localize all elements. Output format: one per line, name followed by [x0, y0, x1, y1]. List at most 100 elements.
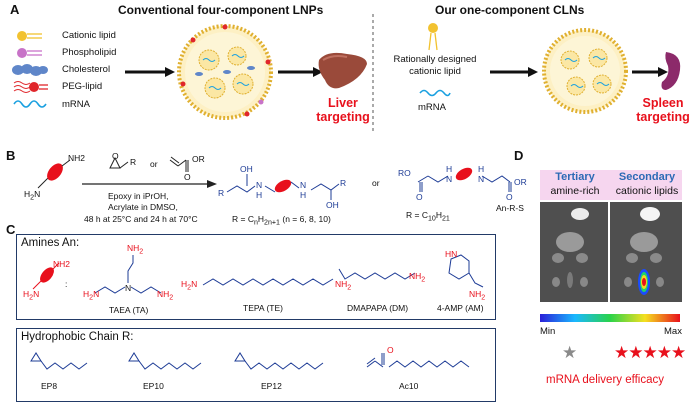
- generic-nh2-top: NH2: [53, 259, 71, 269]
- condition-acrylate: Acrylate in DMSO,: [108, 202, 178, 212]
- condition-epoxy: Epoxy in iPrOH,: [108, 191, 169, 201]
- phospholipid-icon: [17, 48, 42, 58]
- imaging-header: Tertiary amine-rich Secondary cationic l…: [540, 170, 682, 200]
- amine-nh2-top: NH2: [68, 153, 86, 163]
- acrylate-reagent-structure: [169, 156, 189, 172]
- right-mrna-label: mRNA: [418, 102, 446, 113]
- right-mrna-icon: [419, 89, 451, 97]
- amp-structure: [448, 254, 484, 288]
- luminescence-colorbar: [540, 314, 680, 322]
- efficacy-stars-tertiary: ★: [562, 343, 578, 362]
- cln-illustration: [542, 28, 628, 114]
- ep8-structure: [30, 352, 88, 370]
- hydrophobic-chain-box: Hydrophobic Chain R: EP8 EP10 EP12 O Ac1…: [16, 328, 496, 402]
- lipid-legend: Cationic lipid Phospholipid Cholesterol …: [12, 24, 132, 124]
- epoxide-reagent-structure: [109, 156, 129, 169]
- product-oh-right: OH: [326, 200, 339, 210]
- arrow-lnp-to-liver: [278, 67, 323, 77]
- legend-label-phospholipid: Phospholipid: [62, 47, 117, 58]
- acrylate-or-label: OR: [192, 154, 205, 164]
- reagent-or: or: [150, 159, 158, 169]
- tepa-structure: [202, 278, 334, 286]
- peg-lipid-icon: [13, 81, 48, 93]
- product-epoxide-structure: [226, 174, 340, 200]
- ac10-o-label: O: [387, 345, 394, 355]
- panel-a-letter: A: [10, 2, 20, 17]
- designed-lipid-icon: [428, 23, 438, 51]
- dmapapa-structure: [338, 268, 416, 280]
- header-tertiary-sub: amine-rich: [550, 185, 600, 197]
- amines-box: Amines An: NH2 H2N : NH2 N H2N NH2 TAEA …: [16, 234, 496, 320]
- taea-nh2-right: NH2: [157, 289, 174, 302]
- liver-targeting-label: Liver targeting: [316, 96, 370, 124]
- taea-n: N: [125, 283, 132, 293]
- conventional-lnp-illustration: [177, 24, 273, 120]
- amp-nh2: NH2: [469, 289, 486, 302]
- designed-lipid-label: Rationally designed cationic lipid: [393, 54, 477, 77]
- epoxide-o-label: O: [112, 151, 119, 161]
- product2-o-right: O: [506, 192, 513, 202]
- product-r-right: R: [340, 178, 347, 188]
- ep10-structure: [128, 352, 202, 370]
- arrow-cln-to-spleen: [632, 67, 668, 77]
- epoxide-r-label: R: [130, 157, 137, 167]
- colorbar-min-label: Min: [540, 326, 556, 337]
- product-r-definition-1: R = CnH2n+1 (n = 6, 8, 10): [232, 214, 331, 227]
- efficacy-label: mRNA delivery efficacy: [545, 374, 665, 386]
- product-r-left: R: [218, 188, 225, 198]
- spleen-illustration: [661, 52, 681, 90]
- arrow-legend-to-lnp: [125, 67, 175, 77]
- taea-h2n: H2N: [83, 289, 100, 302]
- ep12-label: EP12: [261, 381, 282, 391]
- legend-label-mrna: mRNA: [62, 99, 90, 110]
- ac10-structure: [366, 353, 470, 368]
- ep8-label: EP8: [41, 381, 58, 391]
- panel-b-letter: B: [6, 148, 16, 163]
- spleen-targeting-label: Spleen targeting: [636, 96, 690, 124]
- organ-image-tertiary: [540, 202, 608, 302]
- taea-nh2-top: NH2: [127, 243, 144, 256]
- product-r-definition-2: R = C10H21: [406, 210, 450, 223]
- legend-label-cationic: Cationic lipid: [62, 30, 116, 41]
- amine-h2n-bottom: H2N: [24, 189, 41, 202]
- header-secondary: Secondary: [618, 171, 676, 183]
- amp-hn: HN: [445, 249, 458, 259]
- header-tertiary: Tertiary: [555, 171, 595, 183]
- header-secondary-sub: cationic lipids: [615, 185, 679, 197]
- amp-label: 4-AMP (AM): [437, 303, 484, 313]
- tepa-nh2: NH2: [335, 279, 352, 292]
- product2-or-label: OR: [514, 177, 527, 187]
- generic-h2n: H2N: [23, 289, 40, 302]
- condition-time-temp: 48 h at 25°C and 24 h at 70°C: [84, 214, 198, 224]
- cholesterol-icon: [12, 64, 48, 76]
- cationic-lipid-icon: [17, 31, 42, 41]
- panel-a-divider: [372, 14, 374, 132]
- product-or: or: [372, 178, 380, 188]
- liver-illustration: [318, 52, 367, 89]
- product-name-label: An-R-S: [496, 203, 524, 213]
- dmapapa-label: DMAPAPA (DM): [347, 303, 409, 313]
- product2-o-left: O: [416, 192, 423, 202]
- product-acrylate-structure: [417, 167, 512, 192]
- amine-reactant-structure: [37, 159, 71, 189]
- dmapapa-nh2: NH2: [409, 271, 426, 284]
- panel-d-letter: D: [514, 148, 524, 163]
- legend-label-peg: PEG-lipid: [62, 81, 103, 92]
- mrna-icon: [13, 100, 47, 108]
- product-oh-left: OH: [240, 164, 253, 174]
- ep12-structure: [234, 352, 324, 370]
- product2-ro-label: RO: [398, 168, 411, 178]
- generic-colon: :: [65, 279, 68, 289]
- acrylate-o-label: O: [184, 172, 191, 182]
- legend-label-cholesterol: Cholesterol: [62, 64, 111, 75]
- panel-c-letter: C: [6, 222, 16, 237]
- hydrophobic-title: Hydrophobic Chain R:: [21, 331, 134, 343]
- arrow-lipid-to-cln: [490, 67, 538, 77]
- generic-amine-structure: [32, 262, 60, 290]
- ac10-label: Ac10: [399, 381, 419, 391]
- ep10-label: EP10: [143, 381, 164, 391]
- panel-a-left-title: Conventional four-component LNPs: [118, 3, 324, 17]
